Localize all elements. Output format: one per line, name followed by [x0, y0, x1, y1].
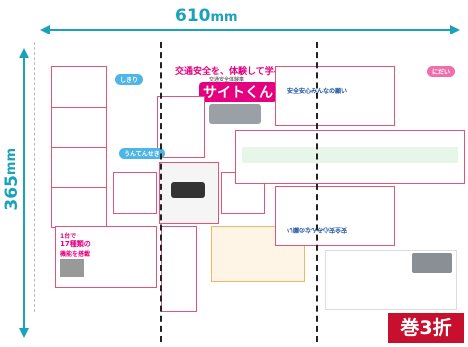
info-line3: 機能を搭載 [60, 251, 91, 258]
truck-photo [209, 104, 261, 124]
fold-line-1 [160, 42, 162, 342]
height-label: 365mm [2, 148, 22, 211]
width-arrow-icon [40, 25, 460, 35]
cab-label: うんてんせき [119, 148, 165, 159]
poster-subtitle: 交通安全体験車 [209, 77, 245, 83]
width-label: 610mm [175, 6, 238, 26]
divider-piece [51, 66, 107, 228]
info-line1: 1台で [60, 233, 77, 240]
cargo-top-piece [275, 66, 395, 126]
promo-area [325, 250, 457, 310]
cargo-bottom-piece [275, 186, 395, 246]
divider-label: しきり [115, 74, 144, 85]
width-dimension [40, 10, 460, 35]
cargo-side-piece [235, 130, 465, 184]
info-box: 1台で 17種類の 機能を搭載 [55, 226, 157, 288]
cab-top-piece [157, 96, 205, 158]
cargo-label: にだい [427, 66, 456, 77]
cab-piece [113, 162, 265, 224]
info-line2: 17種類の [60, 240, 91, 248]
papercraft-sheet: しきり 交通安全を、体験して学べる！ 交通安全体験車 サイトくん うんてんせき … [34, 42, 465, 312]
height-dimension [12, 48, 36, 338]
poster-tagline: 交通安全を、体験して学べる！ [175, 67, 301, 77]
fold-type-badge: 巻3折 [388, 313, 464, 343]
fold-line-2 [316, 42, 318, 342]
height-arrow-icon [19, 48, 29, 338]
poster-title: サイトくん [199, 82, 277, 102]
cab-base-piece [161, 226, 197, 312]
